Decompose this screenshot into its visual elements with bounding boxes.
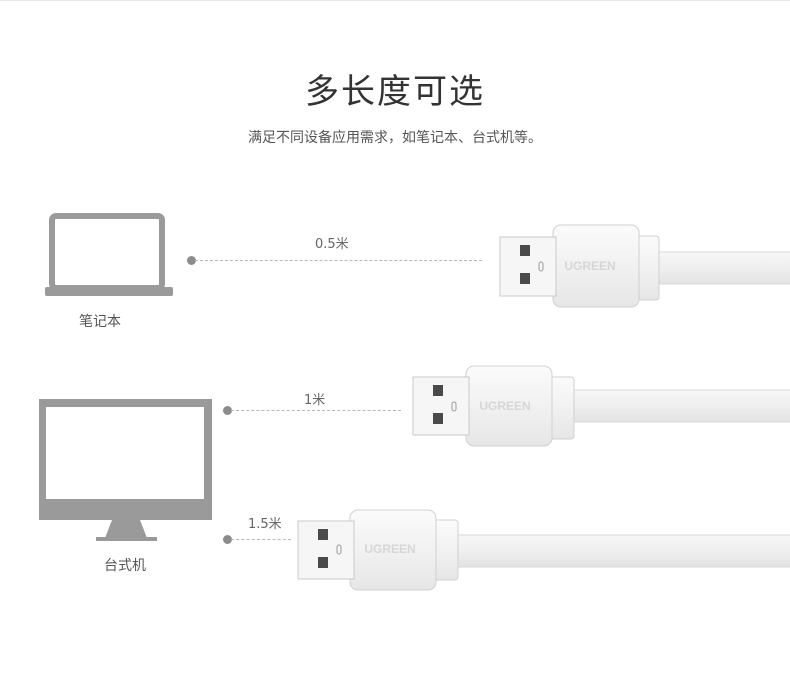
usb-cable-0-5m: UGREEN <box>499 224 790 308</box>
length-label: 1.5米 <box>248 517 282 532</box>
brand-logo: UGREEN <box>479 399 530 413</box>
page-title: 多长度可选 <box>305 72 485 112</box>
length-label: 0.5米 <box>315 237 349 252</box>
length-label: 1米 <box>304 393 326 408</box>
desktop-label: 台式机 <box>104 558 146 574</box>
brand-logo: UGREEN <box>564 259 615 273</box>
laptop-icon <box>45 213 173 296</box>
connector-line <box>195 260 482 261</box>
laptop-label: 笔记本 <box>79 314 121 330</box>
connector-line <box>231 410 401 411</box>
brand-logo: UGREEN <box>364 542 415 556</box>
connector-line <box>231 539 291 540</box>
monitor-icon <box>39 399 212 541</box>
page-subtitle: 满足不同设备应用需求，如笔记本、台式机等。 <box>248 130 542 146</box>
usb-cable-1-5m: UGREEN <box>297 509 790 591</box>
connector-dot <box>223 535 232 544</box>
top-divider <box>0 0 790 1</box>
usb-cable-1m: UGREEN <box>412 365 790 447</box>
connector-dot <box>187 256 196 265</box>
connector-dot <box>223 406 232 415</box>
